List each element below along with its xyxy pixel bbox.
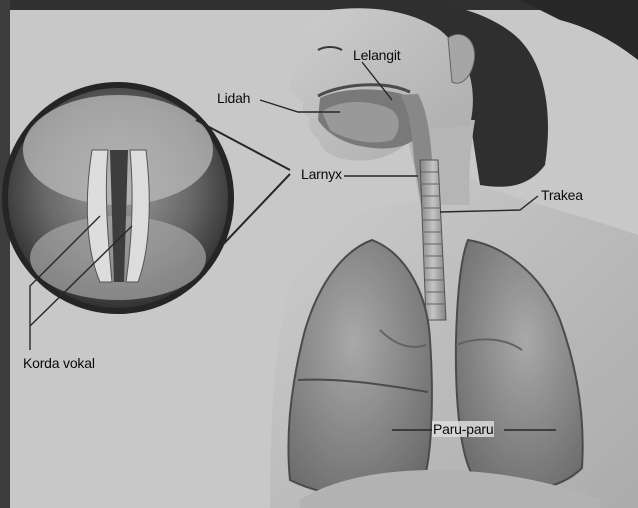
label-lidah: Lidah	[217, 90, 250, 106]
label-paru-paru: Paru-paru	[432, 421, 494, 437]
label-larnyx: Larnyx	[301, 166, 342, 182]
label-trakea: Trakea	[541, 187, 583, 203]
label-korda-vokal: Korda vokal	[23, 355, 95, 371]
label-lelangit: Lelangit	[353, 47, 400, 63]
